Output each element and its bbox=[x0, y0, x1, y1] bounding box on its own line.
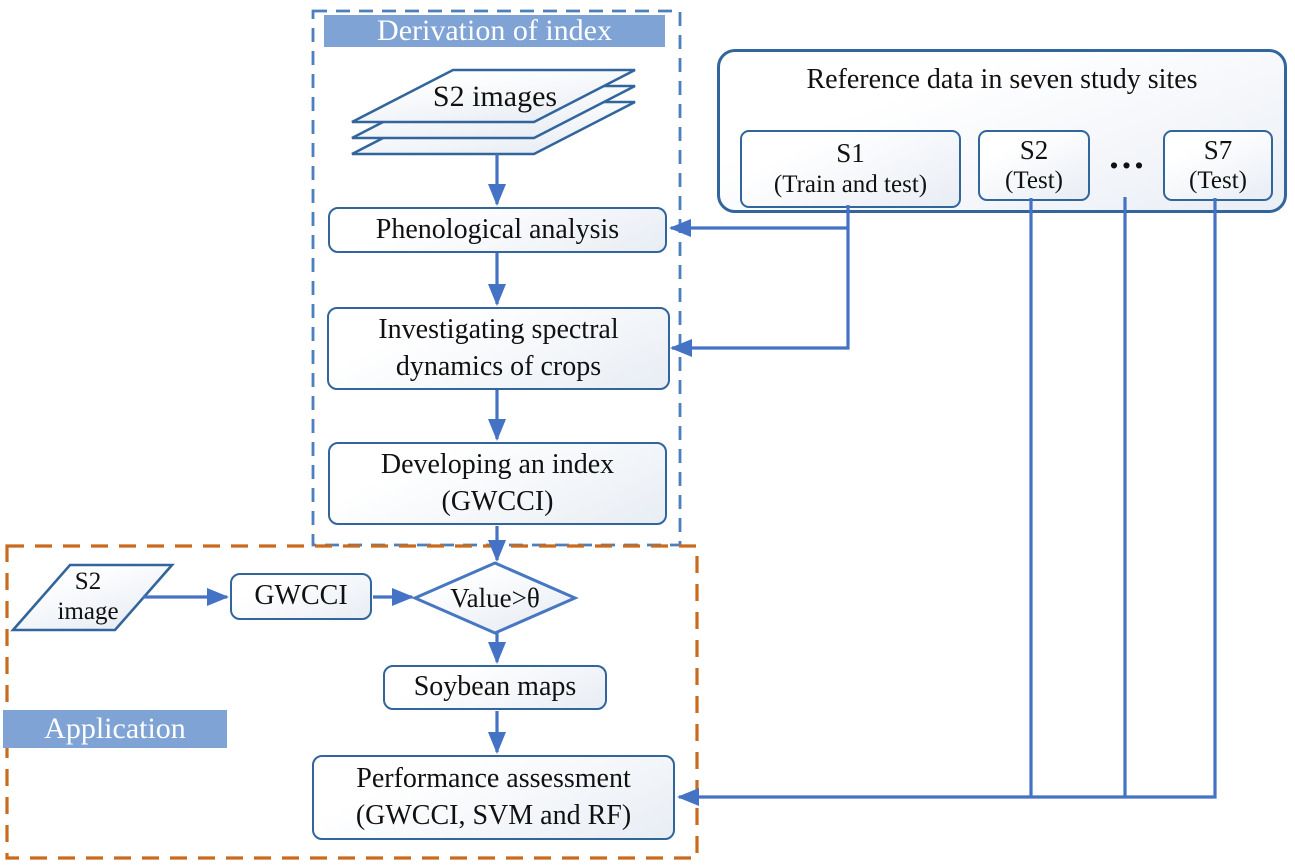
site-s2-name: S2 bbox=[1019, 134, 1049, 165]
site-s7-role: (Test) bbox=[1189, 167, 1247, 195]
s2-image-parallelogram bbox=[10, 563, 175, 632]
derivation-title-label: Derivation of index bbox=[377, 14, 612, 47]
site-box-s2: S2 (Test) bbox=[978, 130, 1090, 201]
application-section-title: Application bbox=[3, 710, 227, 748]
reference-data-title: Reference data in seven study sites bbox=[806, 64, 1198, 95]
derivation-section-title: Derivation of index bbox=[324, 14, 665, 47]
site-s7-name: S7 bbox=[1203, 134, 1233, 165]
gwcci-node: GWCCI bbox=[230, 573, 372, 620]
application-title-label: Application bbox=[44, 712, 186, 745]
developing-index-node: Developing an index (GWCCI) bbox=[328, 442, 667, 525]
decision-diamond bbox=[411, 561, 579, 635]
site-s1-role: (Train and test) bbox=[773, 170, 928, 198]
spectral-dynamics-node: Investigating spectral dynamics of crops bbox=[327, 307, 670, 390]
s2-images-stack-label: S2 images bbox=[432, 80, 558, 113]
decision-diamond-label: Value>θ bbox=[450, 582, 540, 613]
sites-ellipsis: ... bbox=[1109, 135, 1147, 177]
site-s2-role: (Test) bbox=[1005, 167, 1063, 195]
s2-images-stack-sheet-front bbox=[351, 68, 636, 124]
site-box-s1: S1 (Train and test) bbox=[740, 130, 961, 208]
s2-image-input-label: S2 image bbox=[57, 568, 119, 625]
site-box-s7: S7 (Test) bbox=[1163, 130, 1273, 201]
phenological-analysis-node: Phenological analysis bbox=[328, 207, 667, 253]
site-s1-name: S1 bbox=[836, 138, 865, 169]
reference-data-container: Reference data in seven study sites S1 (… bbox=[717, 49, 1287, 213]
soybean-maps-node: Soybean maps bbox=[383, 665, 607, 710]
performance-assessment-node: Performance assessment (GWCCI, SVM and R… bbox=[312, 755, 675, 840]
